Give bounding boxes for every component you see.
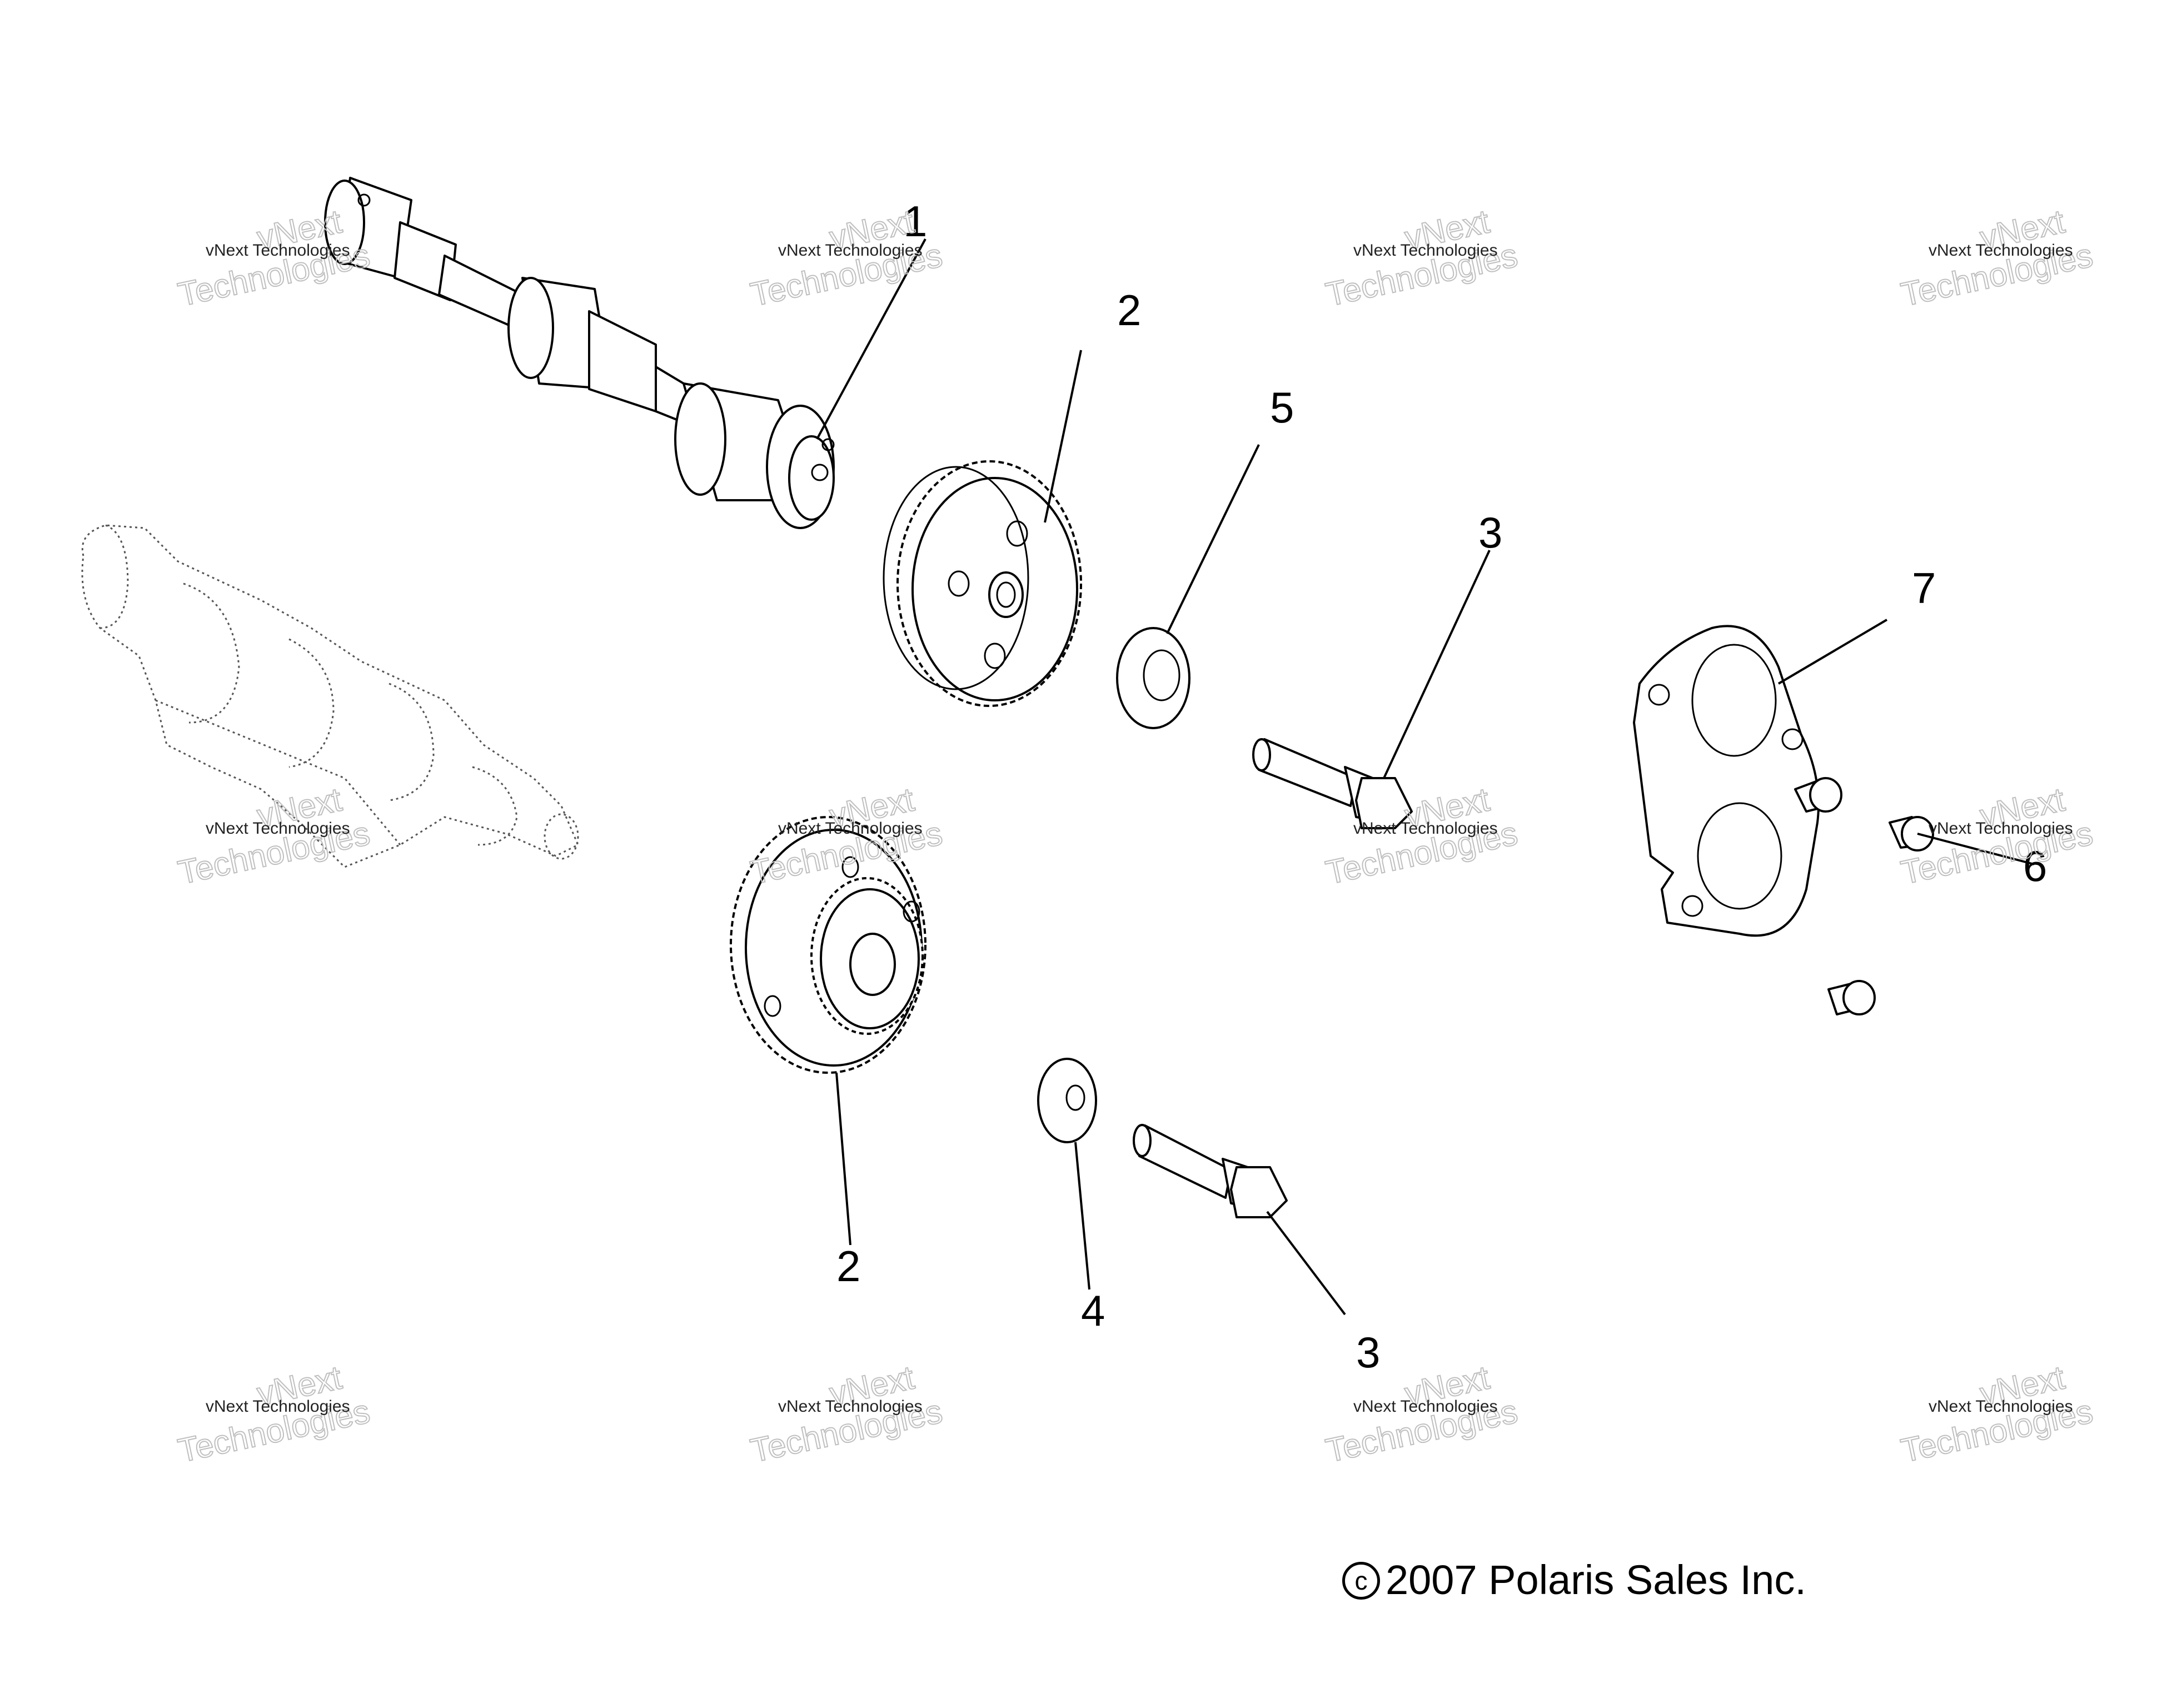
callout-1: 1	[903, 197, 927, 246]
watermark: vNext Technologies vNext Technologies	[175, 1358, 374, 1470]
callout-5: 5	[1270, 383, 1294, 432]
svg-text:vNext Technologies: vNext Technologies	[1929, 819, 2073, 838]
leader-lines	[816, 238, 2035, 1316]
washer-part-5	[1116, 627, 1190, 729]
callout-7: 7	[1912, 564, 1936, 613]
ghost-engine-outline	[81, 524, 579, 868]
camshaft-part	[324, 177, 835, 529]
watermark: vNext Technologies vNext Technologies	[175, 780, 374, 892]
bolt-part-lower	[1133, 1124, 1288, 1218]
svg-text:vNext Technologies: vNext Technologies	[1353, 819, 1498, 838]
svg-text:vNext Technologies: vNext Technologies	[778, 1397, 923, 1416]
callout-3-upper: 3	[1478, 508, 1502, 557]
callout-2-upper: 2	[1117, 286, 1141, 335]
gear-part-lower	[730, 816, 926, 1074]
svg-text:vNext Technologies: vNext Technologies	[206, 241, 350, 260]
washer-part-4	[1037, 1058, 1097, 1143]
svg-text:vNext Technologies: vNext Technologies	[778, 241, 923, 260]
plate-part-7	[1633, 625, 1820, 937]
svg-text:vNext Technologies: vNext Technologies	[206, 819, 350, 838]
watermark: vNext Technologies vNext Technologies	[1897, 1358, 2097, 1470]
copyright-symbol: c	[1342, 1562, 1380, 1600]
watermark: vNext Technologies vNext Technologies	[1897, 202, 2097, 313]
gear-part-upper	[883, 460, 1082, 707]
callout-4: 4	[1081, 1286, 1105, 1335]
callout-2-lower: 2	[836, 1242, 860, 1291]
svg-text:vNext Technologies: vNext Technologies	[1353, 241, 1498, 260]
svg-text:vNext Technologies: vNext Technologies	[1353, 1397, 1498, 1416]
watermark: vNext Technologies vNext Technologies	[1322, 1358, 1522, 1470]
bolt-part-upper	[1252, 738, 1413, 829]
svg-text:vNext Technologies: vNext Technologies	[1929, 1397, 2073, 1416]
copyright-text: 2007 Polaris Sales Inc.	[1386, 1557, 1806, 1603]
watermark: vNext Technologies vNext Technologies	[1322, 202, 1522, 313]
callout-labels: 1 2 5 3 7 6 2 4 3	[836, 197, 2047, 1377]
svg-text:vNext Technologies: vNext Technologies	[778, 819, 923, 838]
screws-part-6	[1794, 777, 1934, 1015]
svg-text:vNext Technologies: vNext Technologies	[206, 1397, 350, 1416]
callout-3-lower: 3	[1356, 1328, 1380, 1377]
watermark: vNext Technologies vNext Technologies	[747, 1358, 946, 1470]
callout-6: 6	[2023, 841, 2047, 890]
svg-text:vNext Technologies: vNext Technologies	[1929, 241, 2073, 260]
